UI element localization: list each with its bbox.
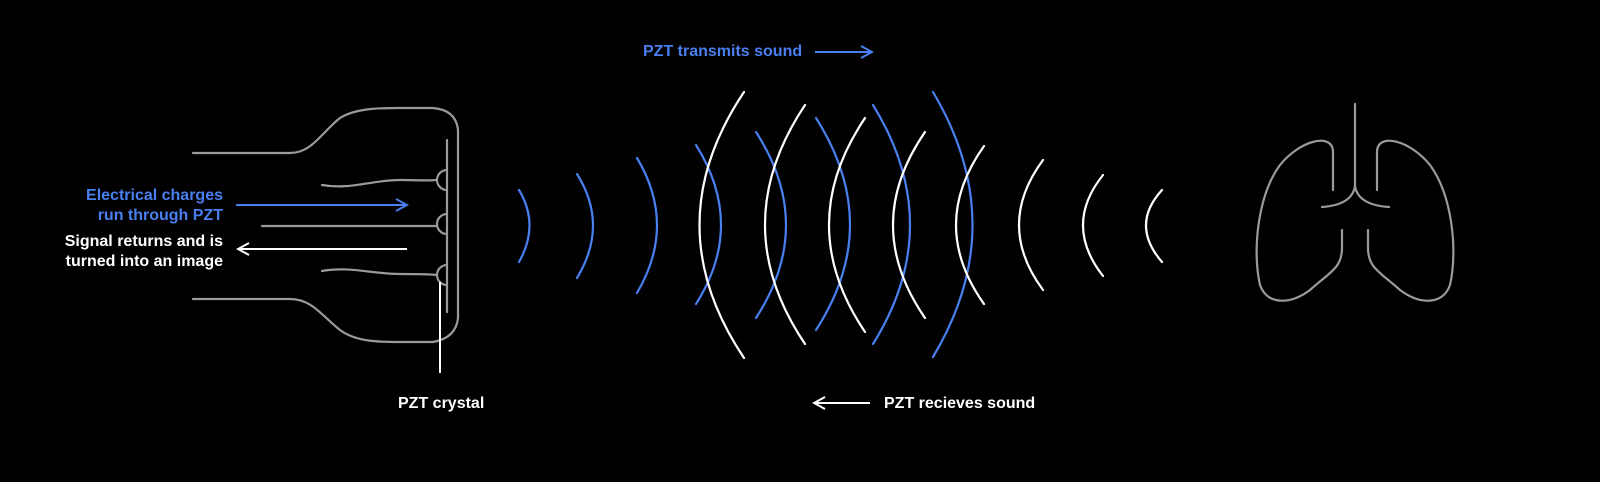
blue-wave-3 (635, 156, 658, 295)
receives-label: PZT recieves sound (884, 395, 1036, 412)
returning-sound-waves (698, 90, 1164, 360)
signal-returns-line-2: turned into an image (65, 253, 223, 270)
lungs-icon (1255, 102, 1455, 302)
signal-returns-line-1: Signal returns and is (64, 233, 223, 250)
white-wave-1 (698, 90, 746, 360)
electrical-charges-label: Electrical charges run through PZT (40, 186, 223, 226)
blue-wave-4 (694, 143, 723, 306)
blue-wave-5 (754, 130, 787, 320)
white-wave-3 (827, 116, 867, 334)
white-wave-6 (1018, 158, 1045, 292)
white-wave-7 (1082, 173, 1105, 278)
transmits-label: PZT transmits sound (643, 43, 803, 60)
white-wave-8 (1144, 188, 1164, 264)
white-wave-4 (892, 130, 927, 320)
blue-wave-6 (814, 116, 852, 332)
blue-wave-2 (575, 172, 594, 280)
pzt-crystal-label: PZT crystal (398, 395, 485, 412)
white-wave-2 (764, 103, 807, 346)
electrical-charges-line-1: Electrical charges (86, 187, 223, 204)
signal-returns-label: Signal returns and is turned into an ima… (20, 232, 223, 272)
blue-wave-7 (871, 103, 911, 346)
ultrasound-probe-icon (191, 106, 460, 344)
blue-wave-8 (931, 90, 974, 359)
electrical-charges-line-2: run through PZT (97, 207, 223, 224)
outgoing-sound-waves (517, 90, 974, 359)
blue-wave-1 (517, 188, 531, 264)
white-wave-5 (954, 144, 986, 306)
